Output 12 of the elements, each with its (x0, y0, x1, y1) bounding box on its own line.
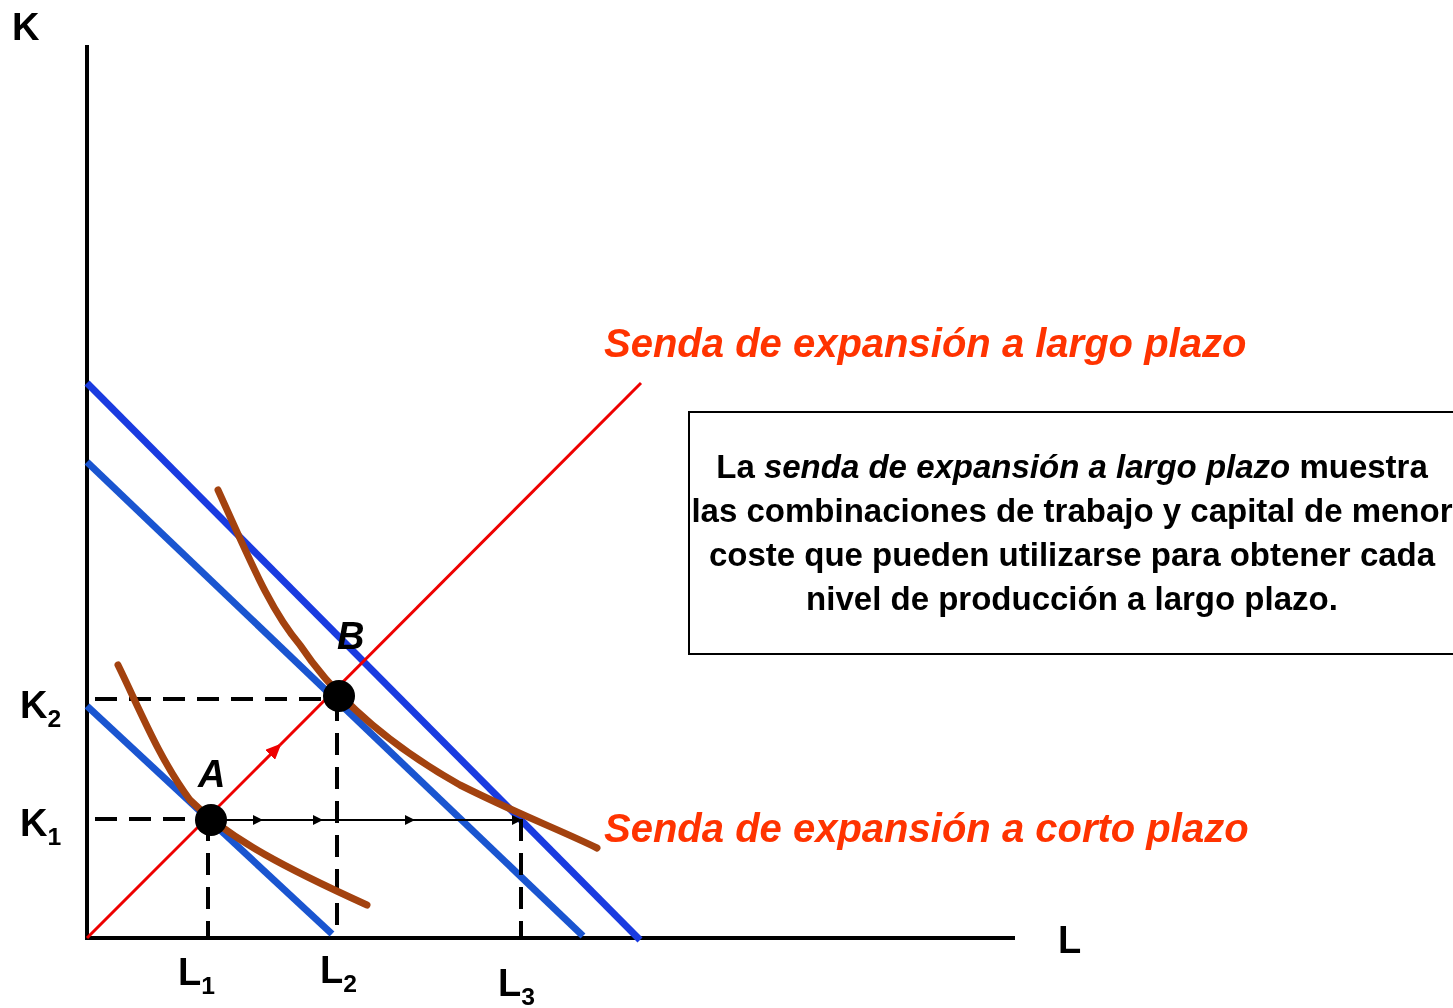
text-box (688, 411, 1453, 655)
axis-value-label: L$_{3}$ (498, 964, 535, 1008)
axis-label: K (12, 8, 40, 46)
path-label: Senda de expansión a largo plazo (604, 323, 1247, 363)
point-label: A (198, 755, 226, 793)
axis-value-label: K$_{1}$ (20, 804, 62, 850)
explanation-text: La senda de expansión a largo plazo muestra las combinaciones de trabajo y capital de menor coste que pueden utilizarse para obtener cada nivel de producción a largo plazo. (690, 447, 1453, 619)
axis-value-label: L$_{2}$ (320, 951, 357, 997)
axis-label: L (1058, 921, 1082, 959)
axis-value-label: L$_{1}$ (178, 953, 215, 999)
axis-value-label: K$_{2}$ (20, 686, 62, 732)
path-label: Senda de expansión a corto plazo (604, 808, 1249, 848)
